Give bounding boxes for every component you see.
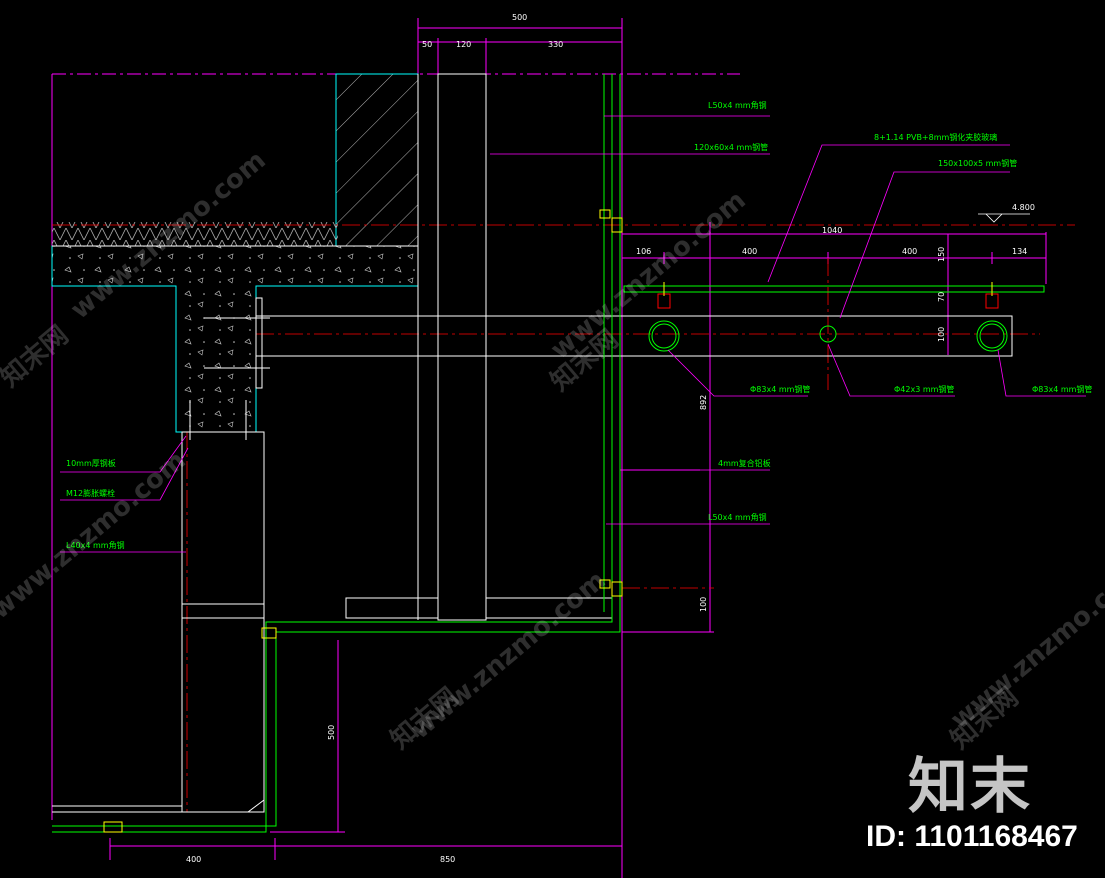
dim-top-c: 330: [548, 40, 563, 49]
dim-top-b: 120: [456, 40, 471, 49]
dim-span-134: 134: [1012, 247, 1027, 256]
dim-top-total: 500: [512, 13, 527, 22]
dimension-labels: 500 50 120 330 4.800 1040 106 400 400 13…: [186, 13, 1035, 864]
dim-span-400b: 400: [902, 247, 917, 256]
note-glass: 8+1.14 PVB+8mm钢化夹胶玻璃: [874, 132, 997, 142]
dim-span-400a: 400: [742, 247, 757, 256]
note-pipe-mid: Φ42x3 mm钢管: [894, 384, 954, 394]
note-steel-150: 150x100x5 mm钢管: [938, 158, 1017, 168]
dim-v500: 500: [327, 725, 336, 740]
note-aluminum: 4mm复合铝板: [718, 458, 771, 468]
watermark-site-2: www.znzmo.com: [545, 185, 751, 365]
dim-v892: 892: [699, 395, 708, 410]
annotations: L50x4 mm角钢 120x60x4 mm钢管 8+1.14 PVB+8mm钢…: [66, 100, 1092, 550]
note-pipe-left: Φ83x4 mm钢管: [750, 384, 810, 394]
dim-v70: 70: [937, 292, 946, 302]
concrete-structure: [51, 73, 419, 433]
dim-v100: 100: [937, 327, 946, 342]
dim-span-total: 1040: [822, 226, 842, 235]
note-angle-left: L40x4 mm角钢: [66, 540, 125, 550]
watermark-logo: 知末: [908, 752, 1032, 822]
note-bolt: M12膨胀螺栓: [66, 488, 115, 498]
dim-top-a: 50: [422, 40, 432, 49]
note-angle-mid: L50x4 mm角钢: [708, 512, 767, 522]
note-tube: 120x60x4 mm钢管: [694, 142, 768, 152]
dim-span-106: 106: [636, 247, 651, 256]
leader-lines: [60, 115, 1086, 553]
elevation-label: 4.800: [1012, 203, 1035, 212]
dim-v100b: 100: [699, 597, 708, 612]
watermark-brand-1: 知末网: [0, 320, 74, 393]
bolts-and-fittings: [103, 209, 999, 833]
note-angle-top: L50x4 mm角钢: [708, 100, 767, 110]
center-lines: [52, 224, 1075, 812]
watermark: www.znzmo.com www.znzmo.com www.znzmo.co…: [0, 145, 1105, 755]
steel-members: [52, 73, 1013, 813]
dimension-lines: [51, 18, 1047, 878]
image-id: ID: 1101168467: [866, 820, 1078, 853]
dim-bottom-400: 400: [186, 855, 201, 864]
dim-v150: 150: [937, 247, 946, 262]
elevation-marker: [978, 213, 1030, 223]
note-pipe-right: Φ83x4 mm钢管: [1032, 384, 1092, 394]
watermark-site-5: www.znzmo.com: [945, 555, 1105, 735]
dim-bottom-850: 850: [440, 855, 455, 864]
note-plate: 10mm厚钢板: [66, 458, 116, 468]
